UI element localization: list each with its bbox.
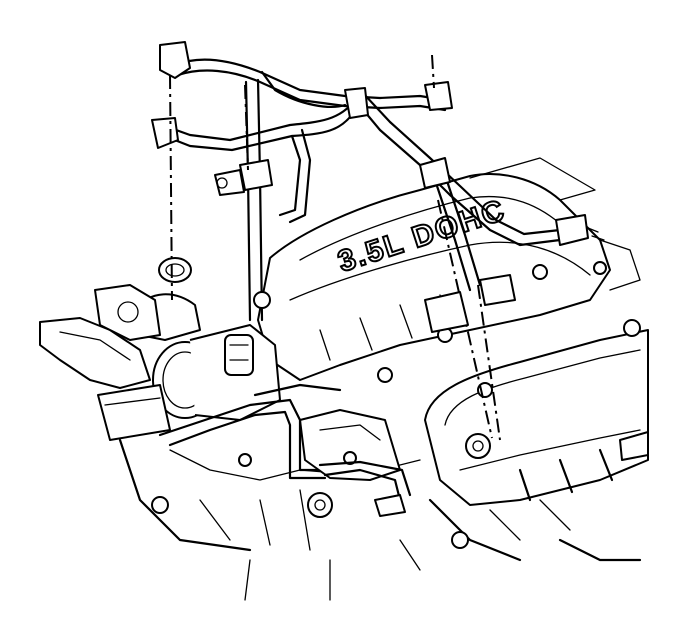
vacuum-hose-assembly (151, 41, 605, 322)
alignment-lines (169, 54, 501, 441)
intake-manifold: 3.5L DOHC (257, 157, 641, 381)
front-bracket (39, 284, 252, 552)
valve-cover (424, 319, 649, 506)
engine-block-lower (169, 409, 642, 601)
coolant-tubes (158, 383, 412, 517)
fittings (253, 261, 649, 461)
